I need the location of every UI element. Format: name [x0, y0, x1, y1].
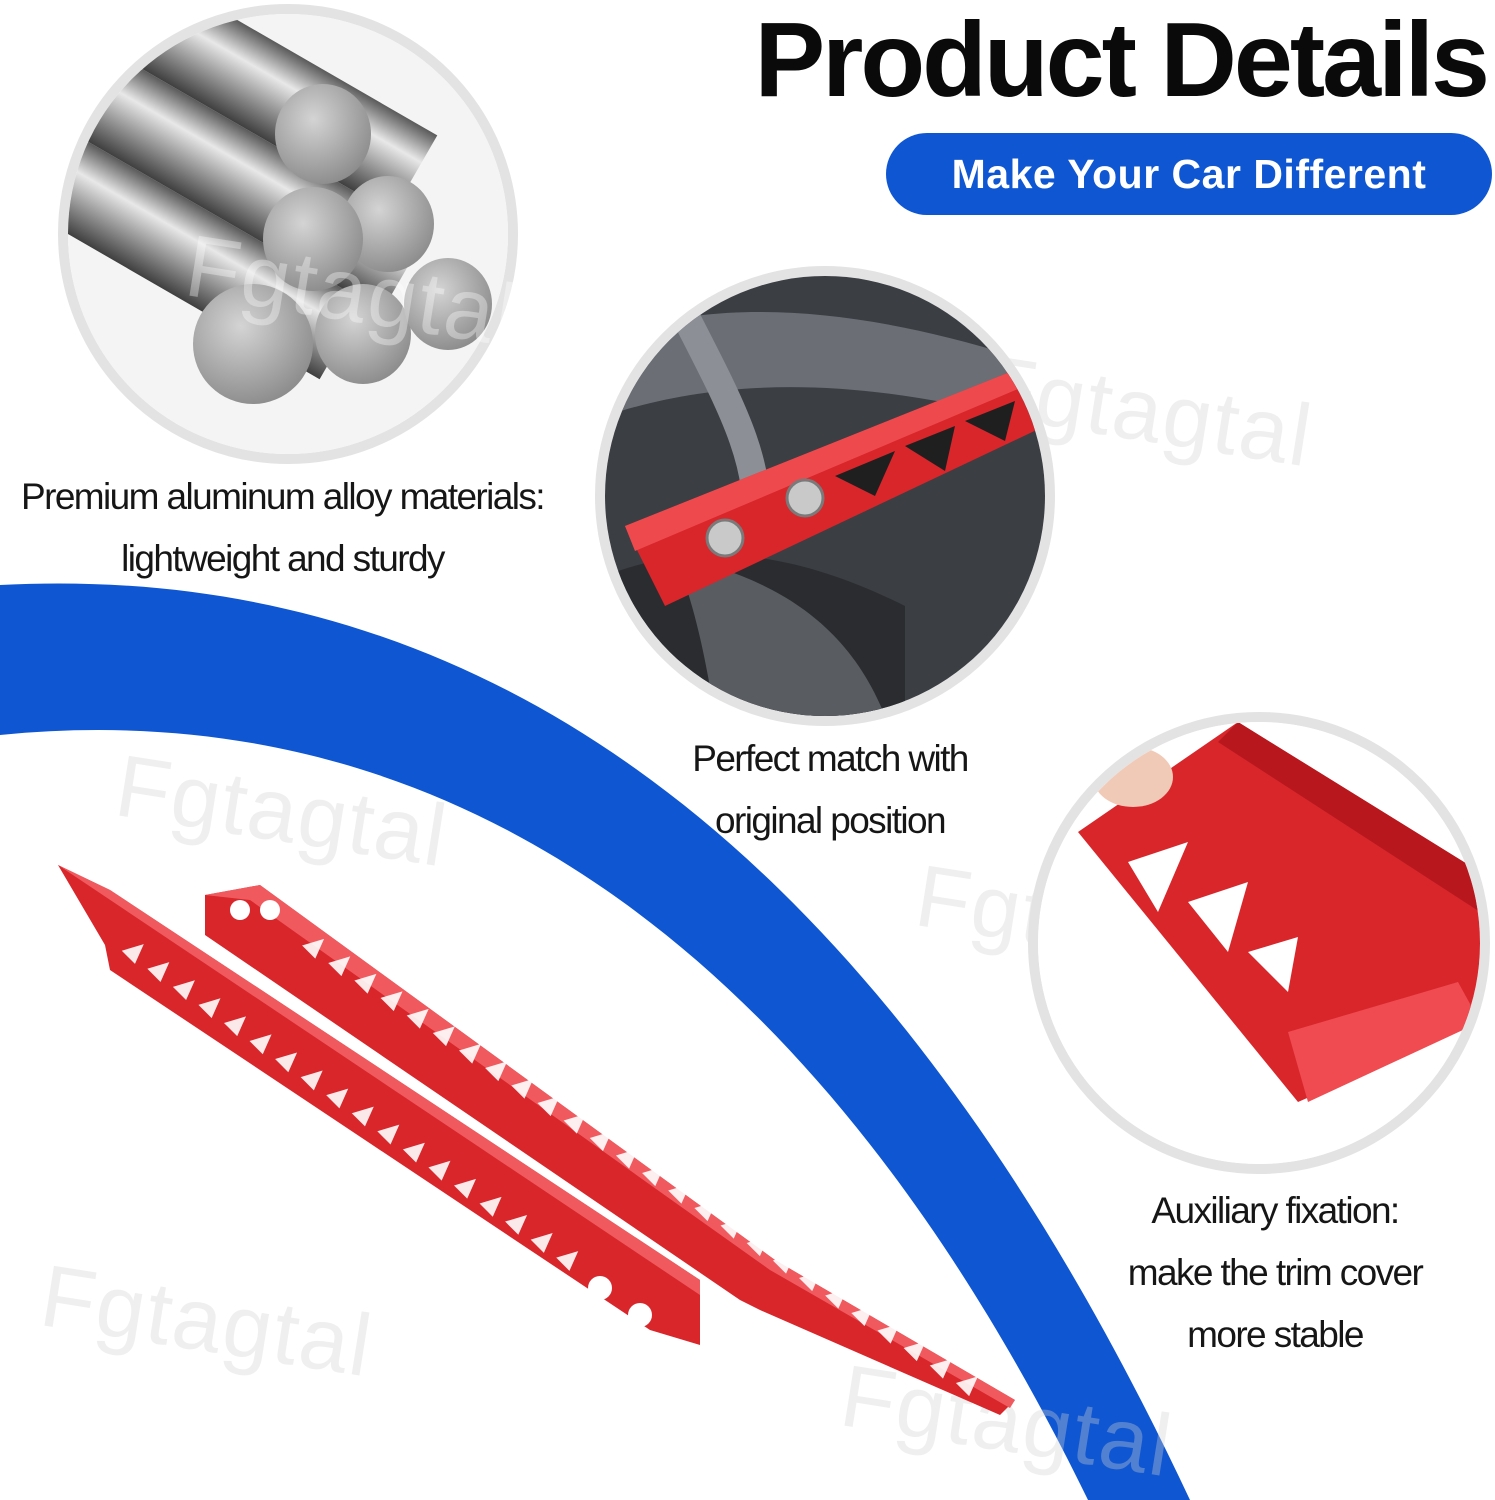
bracket-cutout	[459, 1043, 481, 1064]
caption-line: Auxiliary fixation:	[1151, 1190, 1400, 1231]
bracket-cutout	[275, 1052, 298, 1073]
page-title: Product Details	[754, 1, 1490, 119]
bracket-cutout	[929, 1358, 952, 1379]
bracket-cutout	[121, 944, 144, 964]
bracket-cutout	[877, 1323, 900, 1344]
bracket-cutout	[642, 1166, 665, 1187]
bracket-cutout	[454, 1178, 476, 1199]
bracket-cutout	[328, 956, 351, 977]
bracket-cutout	[851, 1306, 874, 1327]
caption-line: original position	[715, 800, 947, 841]
bracket-cutout	[402, 1142, 425, 1163]
bracket-cutout	[354, 973, 377, 994]
bracket-cutout	[825, 1288, 848, 1309]
caption-line: Premium aluminum alloy materials:	[21, 476, 546, 517]
caption-line: Perfect match with	[692, 738, 969, 779]
bracket-cutout	[615, 1148, 638, 1169]
bracket-cutout	[300, 1070, 323, 1091]
bracket-cutout	[556, 1251, 579, 1271]
bracket-cutout	[485, 1061, 508, 1082]
bracket-cutout	[799, 1271, 821, 1292]
installed-bracket-photo	[595, 266, 1055, 726]
bracket-cutout	[147, 962, 170, 982]
bracket-cutout	[563, 1113, 586, 1134]
bracket-cutout	[720, 1218, 743, 1239]
caption-line: make the trim cover	[1127, 1252, 1424, 1293]
bracket-closeup-photo	[1028, 712, 1490, 1174]
red-brackets-product	[58, 865, 1015, 1415]
caption-line: lightweight and sturdy	[121, 538, 445, 579]
feature-caption-fixation: Auxiliary fixation: make the trim cover …	[1085, 1180, 1465, 1366]
bracket-cutout	[511, 1078, 534, 1099]
bracket-cutout	[772, 1253, 795, 1274]
bracket-cutout	[746, 1236, 769, 1257]
bracket-cutout	[589, 1131, 612, 1152]
feature-caption-materials: Premium aluminum alloy materials: lightw…	[0, 466, 565, 590]
bracket-cutout	[302, 938, 325, 959]
aluminum-bars-photo	[58, 4, 518, 464]
bracket-cutout	[380, 991, 403, 1012]
aluminum-bars-icon	[68, 14, 508, 454]
bracket-cutout	[479, 1196, 502, 1217]
bracket-cutout	[432, 1026, 455, 1047]
bracket-cutout	[955, 1376, 978, 1397]
bracket-left	[58, 865, 700, 1345]
installed-bracket-icon	[605, 276, 1045, 716]
feature-caption-fit: Perfect match with original position	[630, 728, 1030, 852]
subtitle-pill: Make Your Car Different	[886, 133, 1492, 215]
caption-line: more stable	[1187, 1314, 1364, 1355]
bracket-cutout	[406, 1008, 429, 1029]
bracket-cutout	[668, 1183, 691, 1204]
bracket-cutout	[903, 1341, 926, 1362]
bracket-cutout	[224, 1016, 246, 1037]
bracket-cutout	[198, 998, 221, 1019]
bracket-cutout	[505, 1214, 528, 1235]
bracket-right	[205, 885, 1015, 1415]
bracket-cutout	[537, 1096, 560, 1117]
bracket-cutout	[249, 1034, 272, 1055]
bracket-cutout	[172, 980, 195, 1001]
bracket-cutout	[530, 1233, 553, 1253]
bracket-cutout	[694, 1201, 717, 1222]
bracket-closeup-icon	[1038, 722, 1480, 1164]
